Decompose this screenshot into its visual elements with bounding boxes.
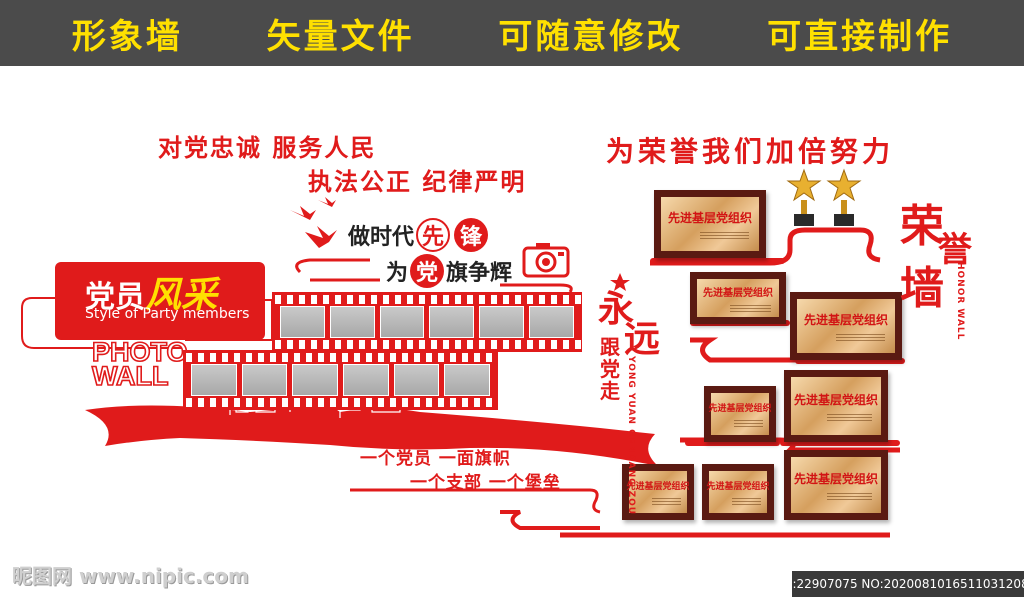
photo-frame — [379, 306, 425, 338]
forever-char-2: 远 — [624, 318, 661, 360]
bottom-slogan-2: 一个支部 一个堡垒 — [410, 473, 561, 493]
party-char: 党 — [410, 254, 445, 288]
honor-char-2: 誉 — [938, 230, 972, 270]
shelf — [780, 440, 900, 446]
photo-wall-line2: WALL — [91, 361, 169, 391]
forever-pinyin: YONG YUAN GENDANG ZOU — [626, 356, 636, 516]
slogan-justice: 执法公正 纪律严明 — [308, 168, 527, 196]
party-flag-line: 为 党 旗争辉 — [386, 254, 512, 288]
honor-plaque: 先进基层党组织 — [690, 272, 786, 324]
shelf — [795, 358, 905, 364]
vanguard-char: 先 — [416, 218, 451, 252]
plaque-title: 先进基层党组织 — [667, 210, 752, 225]
photo-frame — [393, 364, 440, 396]
plaque-title: 先进基层党组织 — [703, 287, 773, 299]
honor-plaque: 先进基层党组织 — [704, 386, 776, 442]
shelf — [685, 440, 780, 446]
banner-item: 可直接制作 — [767, 16, 953, 57]
photo-frame — [444, 364, 491, 396]
badge-title: 党员风采 — [85, 266, 217, 318]
photo-wall-title: PHOTO WALL — [91, 337, 188, 391]
honor-plaque: 先进基层党组织 — [622, 464, 694, 520]
photo-frame — [529, 306, 574, 338]
shelf — [650, 258, 785, 264]
bottom-slogan-1: 一个党员 一面旗帜 — [360, 449, 511, 469]
photo-frame — [479, 306, 525, 338]
slogan-loyalty: 对党忠诚 服务人民 — [158, 134, 377, 162]
image-id-bar: ID:22907075 NO:20200810165110312083 — [780, 571, 1024, 597]
badge-subtitle: Style of Party members — [85, 306, 250, 322]
honor-plaque: 先进基层党组织 — [784, 450, 888, 520]
honor-plaque: 先进基层党组织 — [790, 292, 902, 360]
forever-char-1: 永 — [598, 288, 635, 330]
honor-plaque: 先进基层党组织 — [784, 370, 888, 442]
photo-frame — [191, 364, 237, 396]
top-banner: 形象墙 矢量文件 可随意修改 可直接制作 — [0, 0, 1024, 66]
trophy-icon — [786, 168, 862, 226]
film-strip-top — [272, 292, 582, 352]
party-members-badge: 党员风采 Style of Party members — [55, 262, 265, 340]
plaque-title: 先进基层党组织 — [626, 481, 690, 492]
photo-frame — [280, 306, 325, 338]
photo-wall-line1: PHOTO — [91, 337, 188, 367]
honor-plaque: 先进基层党组织 — [702, 464, 774, 520]
plaque-title: 先进基层党组织 — [793, 471, 878, 486]
photo-frame — [241, 364, 288, 396]
honor-slogan: 为荣誉我们加倍努力 — [606, 135, 895, 168]
banner-item: 可随意修改 — [498, 16, 684, 57]
plaque-title: 先进基层党组织 — [708, 403, 772, 414]
plaque-title: 先进基层党组织 — [803, 312, 888, 327]
badge-title-a: 党员 — [85, 280, 145, 315]
plaque-title: 先进基层党组织 — [706, 481, 770, 492]
honor-char-1: 荣 — [900, 201, 944, 252]
film-strip-bottom — [183, 350, 498, 410]
camera-icon — [522, 243, 570, 278]
vanguard-line: 做时代 先 锋 — [348, 218, 490, 252]
banner-item: 矢量文件 — [266, 16, 415, 57]
badge-title-b: 风采 — [145, 274, 218, 316]
honor-wall-english: HONOR WALL — [955, 262, 965, 341]
honor-char-3: 墙 — [900, 263, 944, 314]
vanguard-char: 锋 — [454, 218, 489, 252]
photo-frame — [429, 306, 475, 338]
honor-plaque: 先进基层党组织 — [654, 190, 766, 258]
vanguard-prefix: 做时代 — [348, 225, 415, 250]
plaque-title: 先进基层党组织 — [793, 392, 878, 407]
watermark: 昵图网 www.nipic.com — [12, 564, 249, 588]
party-flag-prefix: 为 — [386, 261, 409, 286]
photo-frame — [329, 306, 375, 338]
forever-follow: 跟党走 — [600, 335, 620, 403]
banner-item: 形象墙 — [71, 16, 183, 57]
photo-frame — [343, 364, 389, 396]
party-flag-suffix: 旗争辉 — [446, 261, 513, 286]
photo-frame — [292, 364, 339, 396]
